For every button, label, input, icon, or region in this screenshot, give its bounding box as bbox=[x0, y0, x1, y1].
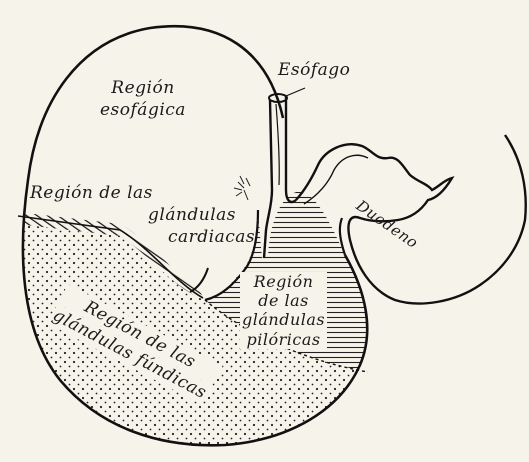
label-esofago-text: Esófago bbox=[278, 62, 350, 79]
label-cardiacas-line3: cardiacas bbox=[30, 226, 255, 248]
esophago-leader-line bbox=[286, 88, 305, 96]
label-region-glandulas-cardiacas: Región de las glándulas cardiacas bbox=[30, 182, 255, 248]
duodenum-inner-wall bbox=[304, 155, 368, 204]
label-region-esofagica-line1: Región bbox=[100, 78, 186, 100]
label-esofago: Esófago bbox=[278, 62, 350, 79]
esophagus-lumen bbox=[276, 104, 279, 185]
label-piloricas-line1: Región bbox=[240, 272, 327, 291]
esophagus-right-wall bbox=[286, 96, 296, 202]
label-cardiacas-line1: Región de las bbox=[30, 182, 255, 204]
label-region-esofagica: Región esofágica bbox=[100, 78, 186, 122]
label-region-glandulas-piloricas: Región de las glándulas pilóricas bbox=[240, 272, 327, 349]
label-cardiacas-line2: glándulas bbox=[30, 204, 255, 226]
label-piloricas-line4: pilóricas bbox=[240, 330, 327, 349]
label-piloricas-line2: de las bbox=[240, 291, 327, 310]
label-piloricas-line3: glándulas bbox=[240, 310, 327, 329]
label-region-esofagica-line2: esofágica bbox=[100, 100, 186, 122]
